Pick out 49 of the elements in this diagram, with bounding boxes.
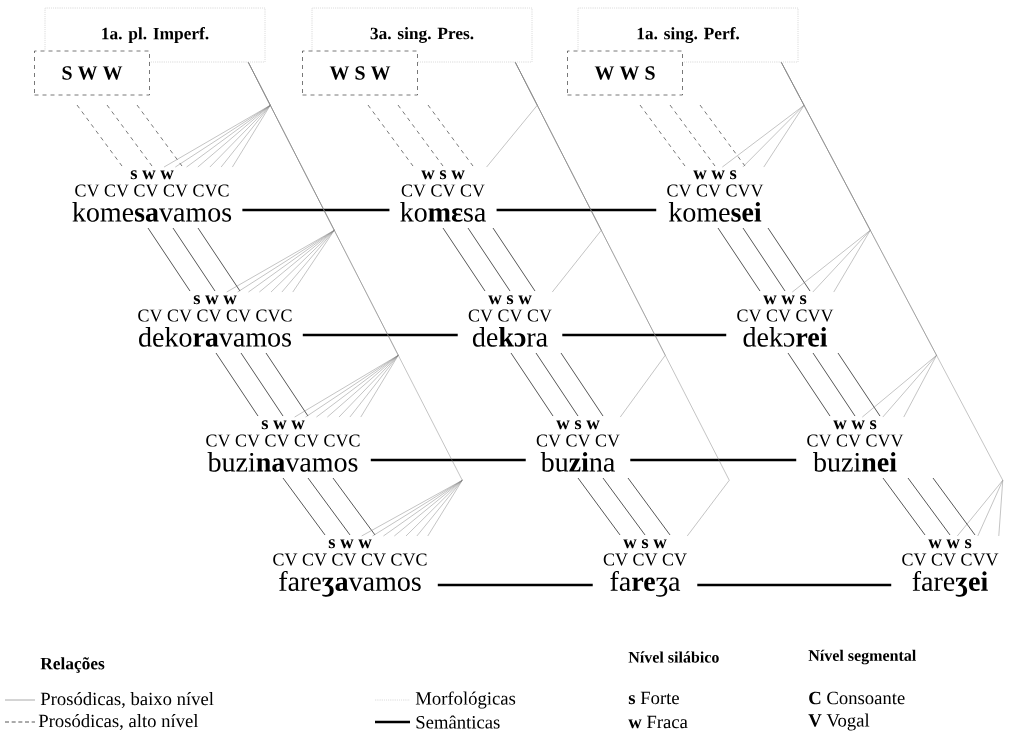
connector-lines [282,477,376,536]
word-form: w s w CV CV CV buzina [536,420,620,472]
connector-lines [882,477,976,536]
word-form: w w s CV CV CVV dekɔrei [737,295,834,347]
branching-line [781,62,1003,537]
legend-item: Prosódicas, alto nível [4,714,199,730]
legend-item: Prosódicas, baixo nível [4,692,214,708]
legend-heading: Nível silábico [628,651,719,663]
legend-item: Morfológicas [374,691,516,709]
connector-lines [717,227,811,292]
connector-line [630,458,797,462]
legend-heading: Relações [40,657,105,673]
word-form: w w s CV CV CVV fareʒei [902,539,999,597]
legend-text: C Consoante [809,691,905,705]
connector-lines [510,352,604,417]
legend-text: w Fraca [628,715,688,729]
connector-lines [787,352,881,417]
word-form: s w w CV CV CV CV CVC dekoravamos [138,295,292,347]
legend-item: Semânticas [375,715,500,729]
connector-lines [147,227,241,292]
connector-lines [639,104,746,167]
branching-line [248,62,463,537]
connector-lines [442,227,536,292]
word-form: s w w CV CV CV CV CVC buzinavamos [206,420,360,472]
branching-line [515,62,730,537]
word-form: w w s CV CV CVV komesei [667,170,764,222]
legend-heading: Nível segmental [808,649,916,665]
word-form: w s w CV CV CV komɛsa [400,170,486,222]
legend-text: s Forte [628,691,679,705]
connector-line [562,333,727,337]
word-form: w s w CV CV CV dekɔra [468,295,552,347]
connector-line [697,583,892,587]
word-form: w s w CV CV CV fareʒa [603,539,687,597]
connector-line [496,208,657,212]
connector-line [370,458,526,462]
word-form: s w w CV CV CV CV CVC fareʒavamos [273,539,427,597]
connector-lines [367,104,474,167]
word-form: s w w CV CV CV CV CVC komesavamos [72,170,232,222]
connector-lines [577,477,671,536]
stress-template-box: W S W [302,50,418,96]
stress-template-box: W W S [567,50,683,96]
legend-text: V Vogal [808,713,870,731]
connector-lines [76,104,183,167]
word-form: w w s CV CV CVV buzinei [807,420,904,472]
connector-line [302,333,458,337]
connector-line [437,583,593,587]
stress-template-box: S W W [34,50,150,96]
connector-lines [215,352,309,417]
connector-line [242,208,390,212]
